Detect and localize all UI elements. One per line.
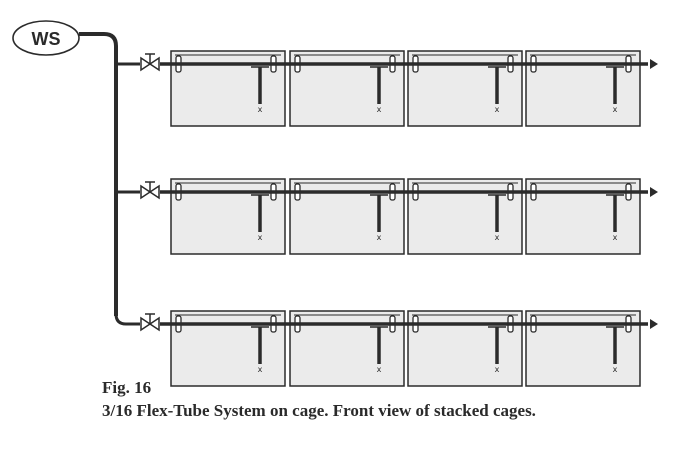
trunk-bottom-elbow [114, 313, 140, 326]
drinker-marker: x [613, 365, 618, 374]
drinker-marker: x [377, 105, 382, 114]
flow-arrow-icon [650, 187, 658, 197]
ws-label: WS [32, 29, 61, 49]
supply-line [79, 32, 118, 58]
flow-arrow-icon [650, 319, 658, 329]
drinker-marker: x [258, 105, 263, 114]
ws-ellipse [12, 20, 80, 56]
drinker-marker: x [495, 105, 500, 114]
drinker-marker: x [377, 233, 382, 242]
figure-number: Fig. 16 [102, 378, 152, 397]
drinker-marker: x [495, 233, 500, 242]
drinker-marker: x [495, 365, 500, 374]
ws-source-node: WS [12, 20, 80, 56]
figure-caption: 3/16 Flex-Tube System on cage. Front vie… [102, 401, 536, 420]
flow-arrow-icon [650, 59, 658, 69]
drinker-marker: x [258, 233, 263, 242]
drinker-marker: x [258, 365, 263, 374]
drinker-marker: x [613, 233, 618, 242]
drinker-marker: x [613, 105, 618, 114]
drinker-marker: x [377, 365, 382, 374]
cage-rows: x x x x x x x x x x x x [116, 50, 658, 387]
